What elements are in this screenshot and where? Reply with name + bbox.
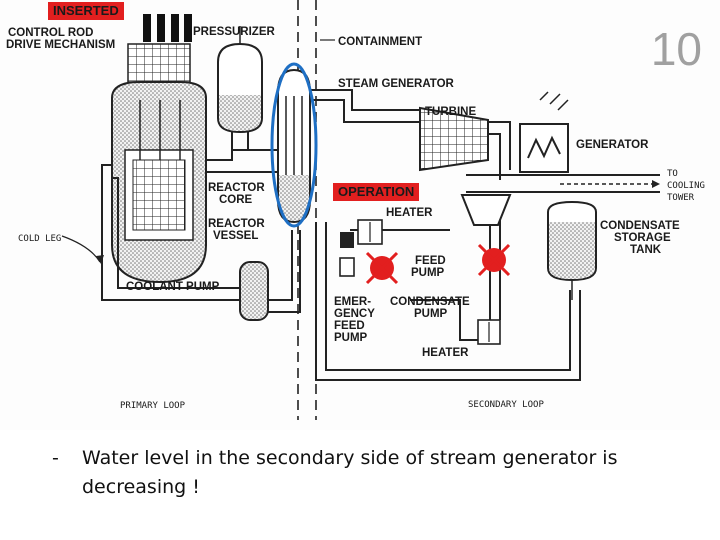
inserted-tag: INSERTED bbox=[48, 2, 124, 20]
label-emergency-1: EMER- bbox=[334, 296, 371, 308]
label-reactor-core-1: REACTOR bbox=[208, 182, 265, 194]
condensate-pump-failure-cross bbox=[477, 243, 511, 277]
label-emergency-3: FEED bbox=[334, 320, 365, 332]
label-to-cooling-tower-2: COOLING bbox=[667, 181, 705, 191]
label-to-cooling-tower-3: TOWER bbox=[667, 193, 695, 203]
heater-bottom bbox=[477, 319, 501, 345]
label-cold-leg: COLD LEG bbox=[18, 234, 61, 244]
label-condensate-storage-1: CONDENSATE bbox=[600, 220, 680, 232]
label-generator: GENERATOR bbox=[576, 139, 649, 151]
feed-pump bbox=[340, 232, 354, 248]
label-coolant-pump: COOLANT PUMP bbox=[126, 281, 220, 293]
label-condensate-pump-1: CONDENSATE bbox=[390, 296, 470, 308]
label-heater-top: HEATER bbox=[386, 207, 433, 219]
operation-tag: OPERATION bbox=[333, 183, 420, 201]
label-reactor-core-2: CORE bbox=[219, 194, 253, 206]
steam-generator bbox=[277, 68, 311, 224]
emergency-feed-pump bbox=[339, 257, 355, 277]
bullet-point: - Water level in the secondary side of s… bbox=[52, 444, 692, 502]
label-control-rod-2: DRIVE MECHANISM bbox=[6, 39, 115, 51]
heater-top bbox=[357, 219, 383, 245]
coolant-pump bbox=[239, 261, 269, 321]
control-rod-drive-mechanism bbox=[127, 14, 192, 83]
bullet-dash: - bbox=[52, 447, 59, 469]
label-steam-generator: STEAM GENERATOR bbox=[338, 78, 455, 90]
label-emergency-2: GENCY bbox=[334, 308, 375, 320]
label-reactor-vessel-2: VESSEL bbox=[213, 230, 258, 242]
label-primary-loop: PRIMARY LOOP bbox=[120, 401, 186, 411]
slide-number: 10 bbox=[650, 23, 702, 75]
label-feed-pump-1: FEED bbox=[415, 255, 446, 267]
feed-pump-failure-cross bbox=[365, 251, 399, 285]
label-condensate-pump-2: PUMP bbox=[414, 308, 448, 320]
steam-generator-highlight-ellipse bbox=[270, 62, 318, 228]
condenser bbox=[460, 194, 512, 226]
reactor-vessel bbox=[111, 81, 207, 284]
condensate-storage-tank bbox=[547, 200, 597, 300]
label-to-cooling-tower-1: TO bbox=[667, 169, 678, 179]
label-containment: CONTAINMENT bbox=[338, 36, 422, 48]
generator bbox=[519, 91, 569, 173]
label-secondary-loop: SECONDARY LOOP bbox=[468, 400, 544, 410]
label-turbine: TURBINE bbox=[425, 106, 476, 118]
label-emergency-4: PUMP bbox=[334, 332, 368, 344]
label-condensate-storage-2: STORAGE bbox=[614, 232, 671, 244]
bullet-text: Water level in the secondary side of str… bbox=[82, 447, 618, 498]
label-feed-pump-2: PUMP bbox=[411, 267, 445, 279]
pwr-schematic-diagram: CONTROL ROD DRIVE MECHANISM PRESSURIZER … bbox=[6, 0, 705, 420]
label-control-rod-1: CONTROL ROD bbox=[8, 27, 93, 39]
turbine bbox=[419, 106, 489, 172]
pressurizer bbox=[217, 26, 263, 134]
label-reactor-vessel-1: REACTOR bbox=[208, 218, 265, 230]
label-heater-bottom: HEATER bbox=[422, 347, 469, 359]
label-condensate-storage-3: TANK bbox=[630, 244, 662, 256]
label-pressurizer: PRESSURIZER bbox=[193, 26, 275, 38]
